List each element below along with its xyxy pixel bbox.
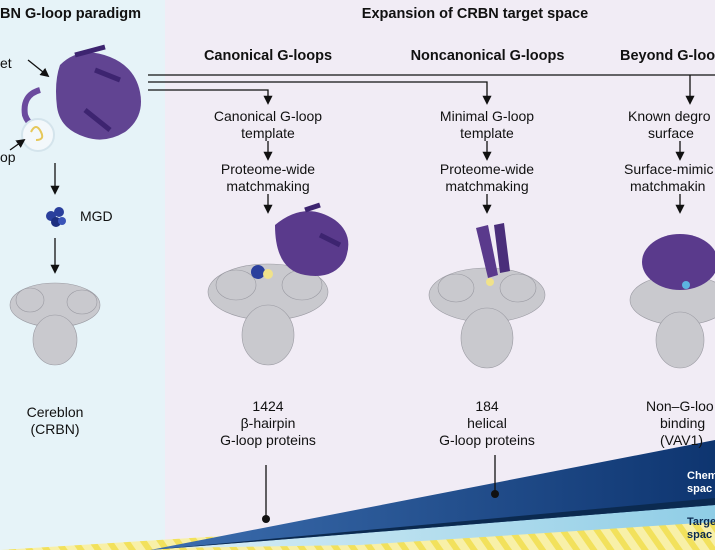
cereblon-label: Cereblon (CRBN): [26, 404, 84, 437]
protein-structure-icon: [428, 223, 546, 369]
chemical-space-wedge: [150, 440, 715, 550]
matchmaking-step: Proteome-wide matchmaking: [439, 161, 535, 194]
left-panel-title: BN G-loop paradigm: [0, 6, 141, 22]
template-step: Minimal G-loop template: [439, 108, 535, 141]
connector-lines: [148, 74, 715, 105]
column-arrows: [263, 141, 685, 214]
crbn-surface-icon: [9, 282, 101, 366]
template-step: Canonical G-loop template: [213, 108, 323, 141]
chemical-space-label: Chem spac: [687, 470, 715, 495]
result-summary: Non–G-loo binding (VAV1): [646, 398, 714, 448]
matchmaking-step: Surface-mimic matchmakin: [624, 161, 714, 194]
protein-structure-icon: [21, 44, 141, 152]
mgd-label: MGD: [80, 208, 113, 224]
edge-label-top: et: [0, 55, 12, 71]
protein-structure-icon: [207, 202, 349, 366]
result-summary: 1424 β-hairpin G-loop proteins: [220, 398, 316, 448]
column-heading: Canonical G-loops: [203, 48, 333, 64]
template-step: Known degro surface: [628, 108, 711, 141]
space-connectors: [262, 455, 499, 523]
protein-structure-icon: [629, 234, 715, 369]
edge-label-bottom: op: [0, 149, 16, 165]
column-heading: Beyond G-loo: [620, 48, 715, 64]
pointer-arrow: [27, 59, 50, 78]
mgd-molecule-icon: [46, 207, 66, 227]
result-summary: 184 helical G-loop proteins: [439, 398, 535, 448]
column-heading: Noncanonical G-loops: [410, 48, 565, 64]
pointer-arrow: [9, 138, 26, 151]
right-panel-title: Expansion of CRBN target space: [361, 6, 589, 22]
target-space-label: Targe spac: [687, 516, 715, 541]
matchmaking-step: Proteome-wide matchmaking: [220, 161, 316, 194]
